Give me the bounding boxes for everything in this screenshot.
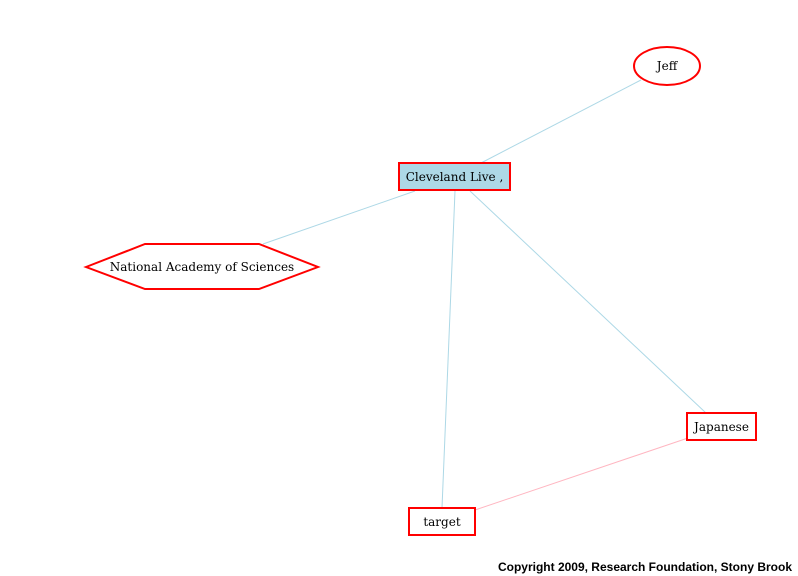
node-japanese-label: Japanese (692, 420, 749, 434)
edge-cleveland-nas (262, 190, 416, 245)
edges (262, 79, 707, 511)
node-jeff[interactable]: Jeff (633, 46, 701, 86)
node-japanese-shape (686, 412, 757, 441)
node-target[interactable]: target (408, 507, 476, 536)
node-cleveland-label: Cleveland Live , (406, 170, 504, 184)
node-target-label: target (423, 515, 460, 529)
copyright-footer: Copyright 2009, Research Foundation, Sto… (497, 560, 792, 574)
edge-cleveland-jeff (480, 79, 642, 164)
node-nas-label: National Academy of Sciences (110, 260, 294, 274)
node-jeff-label: Jeff (655, 59, 679, 73)
node-japanese[interactable]: Japanese (686, 412, 757, 441)
node-nas[interactable]: National Academy of Sciences (83, 243, 321, 290)
node-target-shape (408, 507, 476, 536)
edge-cleveland-japanese (469, 190, 707, 414)
node-cleveland-shape (398, 162, 511, 191)
node-jeff-shape (633, 46, 701, 86)
node-cleveland[interactable]: Cleveland Live , (398, 162, 511, 191)
edge-japanese-target (474, 437, 689, 511)
edge-cleveland-target (441, 190, 456, 509)
node-nas-shape (83, 243, 321, 290)
